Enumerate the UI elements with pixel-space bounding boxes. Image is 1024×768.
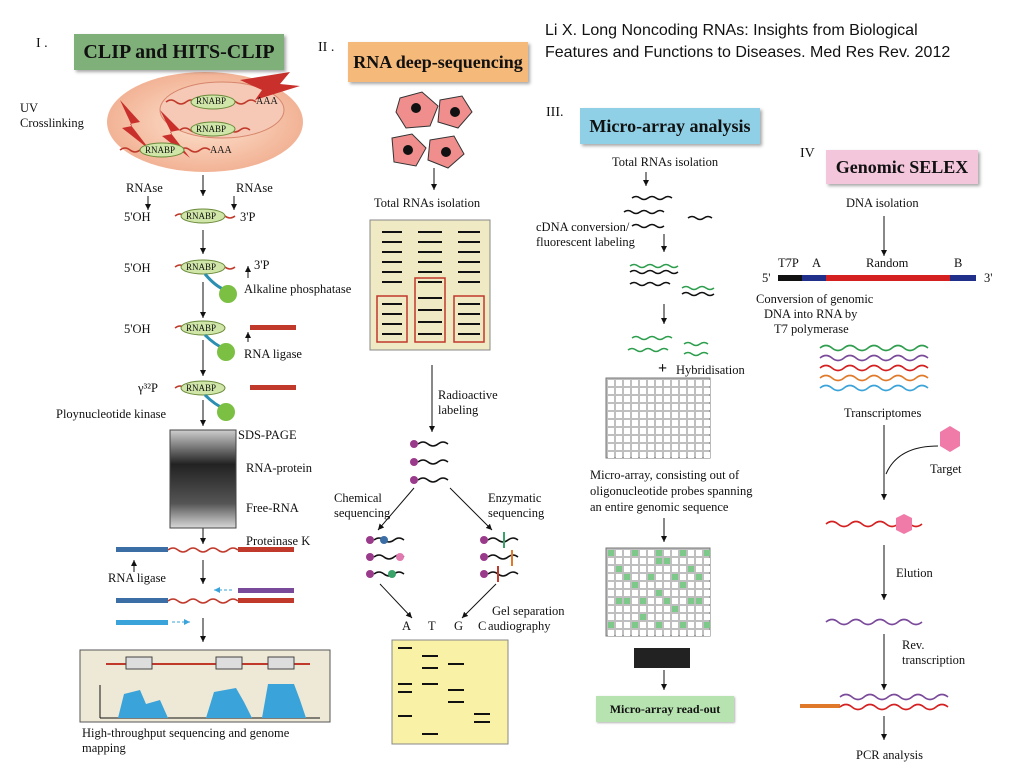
conversion-line1: Conversion of genomic [756,292,874,306]
target-label: Target [930,462,962,476]
gel-separation-line2: audiography [488,619,551,633]
sequencing-caption-line2: mapping [82,741,126,755]
uv-bolt-icon [240,72,300,100]
plus-sign: + [658,360,668,377]
scanner-block [634,648,690,668]
region-a-label: A [812,256,822,270]
panel3-title: Micro-array analysis [580,108,760,144]
rna-gel [369,219,491,351]
lane-t-label: T [428,619,436,633]
region-b-label: B [954,256,963,270]
aaa-label: AAA [256,96,278,107]
panel1-numeral: I . [36,36,48,51]
rnase-label-left: RNAse [126,181,163,195]
uv-bolt-icon [160,110,190,158]
elution-label: Elution [896,566,933,580]
lane-a-label: A [402,619,412,633]
gamma32p-label: γ³²P [138,381,158,395]
dna-isolation-label: DNA isolation [846,196,919,210]
cdna-label-line1: cDNA conversion/ [536,220,630,234]
p3-label: 3'P [240,210,256,224]
enzymatic-label-line2: sequencing [488,506,545,520]
oh5-label: 5'OH [124,210,151,224]
random-label: Random [866,256,909,270]
alkaline-phosphatase-label: Alkaline phosphatase [244,282,352,296]
kinase-label: Ploynucleotide kinase [56,407,167,421]
enzymatic-label-line1: Enzymatic [488,491,542,505]
five-prime-label: 5' [762,271,771,285]
rna-ligase-label: RNA ligase [244,347,302,361]
lane-g-label: G [454,619,464,633]
radioactive-label-line2: labeling [438,403,479,417]
lane-c-label: C [478,619,487,633]
panel3-graphics [605,172,715,690]
panel2-numeral: II . [318,40,335,55]
conversion-line3: T7 polymerase [774,322,849,336]
cdna-label-line2: fluorescent labeling [536,235,635,249]
p3-label: 3'P [254,258,270,272]
micro-array-grid [605,377,711,459]
crosslinking-label: Crosslinking [20,116,84,130]
micro-array-desc-line2: oligonucleotide probes spanning [590,484,753,498]
sds-page-gel [169,429,237,529]
rnabp-label: RNABP [196,124,227,134]
radioactive-label-line1: Radioactive [438,388,498,402]
rna-ligase-label-2: RNA ligase [108,571,166,585]
uv-label: UV [20,101,39,115]
rnabp-label: RNABP [186,211,217,221]
sds-page-label: SDS-PAGE [238,428,297,442]
rev-transcription-line2: transcription [902,653,966,667]
panel4-graphics [778,216,976,740]
sequencing-caption-line1: High-throughput sequencing and genome [82,726,290,740]
citation-line1: Li X. Long Noncoding RNAs: Insights from… [545,22,918,39]
rnase-label-right: RNAse [236,181,273,195]
target-icon [940,426,960,452]
rnabp-label: RNABP [186,383,217,393]
free-rna-label: Free-RNA [246,501,299,515]
micro-array-desc-line1: Micro-array, consisting out of [590,468,740,482]
t7p-label: T7P [778,256,799,270]
three-prime-label: 3' [984,271,993,285]
rnabp-label: RNABP [196,96,227,106]
oh5-label: 5'OH [124,322,151,336]
cells-icon [391,91,473,169]
panel1-graphics [79,72,331,723]
micro-array-readout-label: Micro-array read-out [596,696,734,722]
conversion-line2: DNA into RNA by [764,307,858,321]
aaa-label: AAA [210,145,232,156]
panel2-graphics [366,91,519,745]
rna-protein-label: RNA-protein [246,461,312,475]
proteinase-k-label: Proteinase K [246,534,311,548]
chemical-label-line2: sequencing [334,506,391,520]
uv-bolt-icon [120,100,150,150]
pcr-analysis-label: PCR analysis [856,748,924,762]
total-rnas-isolation-label: Total RNAs isolation [374,196,481,210]
transcriptomes-label: Transcriptomes [844,406,922,420]
rnabp-label: RNABP [186,323,217,333]
micro-array-desc-line3: an entire genomic sequence [590,500,729,514]
panel3-numeral: III. [546,105,564,120]
total-rnas-label: Total RNAs isolation [612,155,719,169]
chemical-label-line1: Chemical [334,491,382,505]
citation-line2: Features and Functions to Diseases. Med … [545,44,951,61]
micro-array-readout-grid [605,547,711,637]
rnabp-label: RNABP [186,262,217,272]
panel4-numeral: IV [800,146,815,161]
hybridisation-label: Hybridisation [676,363,745,377]
panel1-title: CLIP and HITS-CLIP [74,34,284,70]
rnabp-label: RNABP [145,145,176,155]
rev-transcription-line1: Rev. [902,638,925,652]
gel-separation-line1: Gel separation [492,604,565,618]
panel4-title: Genomic SELEX [826,150,978,184]
panel2-title: RNA deep-sequencing [348,42,528,82]
oh5-label: 5'OH [124,261,151,275]
